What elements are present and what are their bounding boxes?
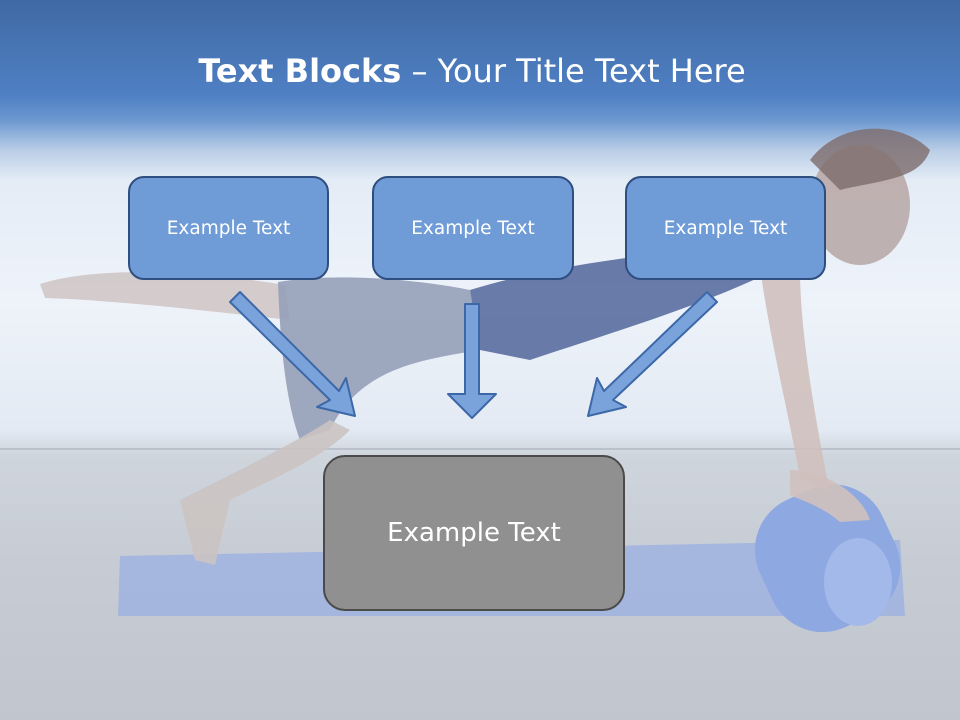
text-box-2[interactable]: Example Text — [372, 176, 574, 280]
main-text-box-label: Example Text — [387, 518, 561, 548]
main-text-box[interactable]: Example Text — [323, 455, 625, 611]
title-dash: – — [401, 52, 438, 90]
text-box-3-label: Example Text — [663, 217, 788, 239]
floor-line — [0, 448, 960, 450]
arrow-left-icon — [229, 291, 356, 417]
arrow-down-icon — [447, 303, 497, 419]
text-box-3[interactable]: Example Text — [625, 176, 826, 280]
title-rest: Your Title Text Here — [437, 52, 746, 90]
arrow-right-icon — [587, 291, 718, 417]
text-box-2-label: Example Text — [411, 217, 535, 239]
text-box-1-label: Example Text — [166, 217, 291, 239]
page-title: Text Blocks – Your Title Text Here — [0, 52, 944, 90]
title-bold: Text Blocks — [198, 52, 402, 90]
text-box-1[interactable]: Example Text — [128, 176, 329, 280]
